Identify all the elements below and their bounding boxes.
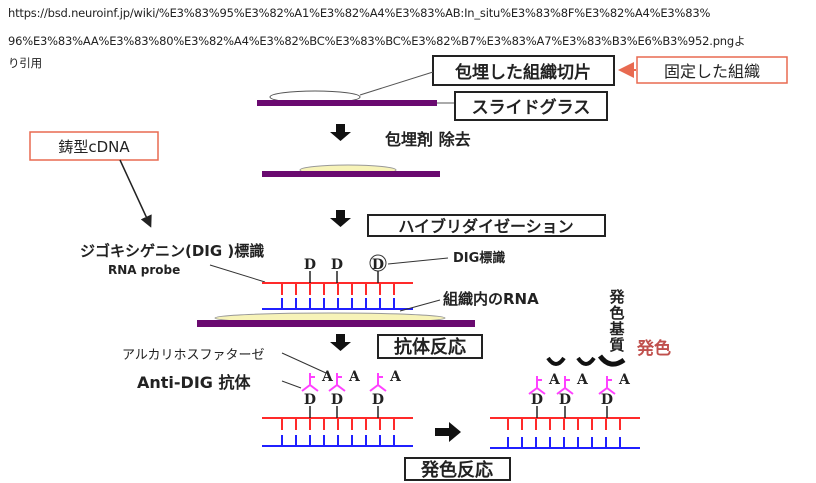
dig-label: D <box>559 392 571 408</box>
box-color-reaction: 発色反応 <box>404 457 511 481</box>
svg-text:発: 発 <box>608 288 625 306</box>
svg-text:固定した組織: 固定した組織 <box>664 62 760 81</box>
label-dig: DIG標識 <box>453 250 505 266</box>
leader-line <box>281 380 302 389</box>
cdna-arrow <box>119 159 152 228</box>
dig-label: D <box>331 392 343 408</box>
source-url-line3: り引用 <box>8 56 42 70</box>
alkaline-phosphatase-label: A <box>321 369 334 385</box>
leader-line <box>399 299 441 312</box>
dig-label: D <box>601 392 613 408</box>
svg-text:ハイブリダイゼーション: ハイブリダイゼーション <box>398 217 573 236</box>
leader-line <box>387 257 449 265</box>
leader-line <box>359 71 434 96</box>
leader-line <box>209 264 266 283</box>
svg-text:基: 基 <box>608 320 625 338</box>
leader-line <box>281 352 327 374</box>
dig-label: D <box>304 392 316 408</box>
box-hybridization: ハイブリダイゼーション <box>367 214 606 237</box>
label-substrate: 発 色 基 質 <box>608 288 625 354</box>
svg-text:抗体反応: 抗体反応 <box>394 336 466 358</box>
svg-text:発色反応: 発色反応 <box>420 459 493 481</box>
box-embedded-section: 包埋した組織切片 <box>432 55 615 86</box>
box-slide-glass: スライドグラス <box>454 91 608 121</box>
antibody-icon <box>301 373 319 392</box>
down-arrow-icon <box>330 334 351 351</box>
curved-arrow-icon <box>576 356 596 366</box>
curved-arrow-icon <box>546 356 566 366</box>
slide-glass <box>257 100 437 106</box>
box-template-cdna: 鋳型cDNA <box>29 131 159 161</box>
antibody-icon <box>369 373 387 392</box>
slide-glass <box>262 171 440 177</box>
slide-glass <box>197 320 475 327</box>
svg-text:包埋した組織切片: 包埋した組織切片 <box>455 62 591 83</box>
down-arrow-icon <box>330 210 351 227</box>
down-arrow-icon <box>330 124 351 141</box>
svg-text:色: 色 <box>609 304 624 322</box>
svg-text:スライドグラス: スライドグラス <box>472 97 591 118</box>
curved-arrow-icon <box>597 354 626 367</box>
antibody-icon <box>328 373 346 392</box>
label-color-development: 発色 <box>636 338 671 359</box>
alkaline-phosphatase-label: A <box>348 369 361 385</box>
label-tissue-rna: 組織内のRNA <box>443 290 539 308</box>
label-dig-probe: ジゴキシゲニン(DIG )標識 <box>80 242 264 260</box>
alkaline-phosphatase-label: A <box>389 369 402 385</box>
alkaline-phosphatase-label: A <box>548 372 561 388</box>
dig-label: D <box>304 257 316 273</box>
label-alkaline-phosphatase: アルカリホスファターゼ <box>122 348 264 363</box>
antibody-icon <box>556 376 574 395</box>
label-anti-dig-antibody: Anti-DIG 抗体 <box>137 373 251 392</box>
dig-label: D <box>331 257 343 273</box>
label-rna-probe: RNA probe <box>108 263 180 277</box>
box-fixed-tissue: 固定した組織 <box>636 56 788 84</box>
source-url-line1: https://bsd.neuroinf.jp/wiki/%E3%83%95%E… <box>8 6 711 20</box>
antibody-icon <box>528 376 546 395</box>
box-antibody-reaction: 抗体反応 <box>377 334 483 359</box>
dig-label: D <box>372 392 384 408</box>
right-arrow-icon <box>435 422 461 442</box>
antibody-icon <box>598 376 616 395</box>
alkaline-phosphatase-label: A <box>618 372 631 388</box>
svg-text:質: 質 <box>609 336 624 354</box>
dig-label: D <box>531 392 543 408</box>
dig-label: D <box>372 257 384 273</box>
step-remove-embedding: 包埋剤 除去 <box>385 130 471 149</box>
alkaline-phosphatase-label: A <box>576 372 589 388</box>
svg-text:鋳型cDNA: 鋳型cDNA <box>58 138 130 156</box>
source-url-line2: 96%E3%83%AA%E3%83%80%E3%82%A4%E3%82%BC%E… <box>8 34 746 48</box>
